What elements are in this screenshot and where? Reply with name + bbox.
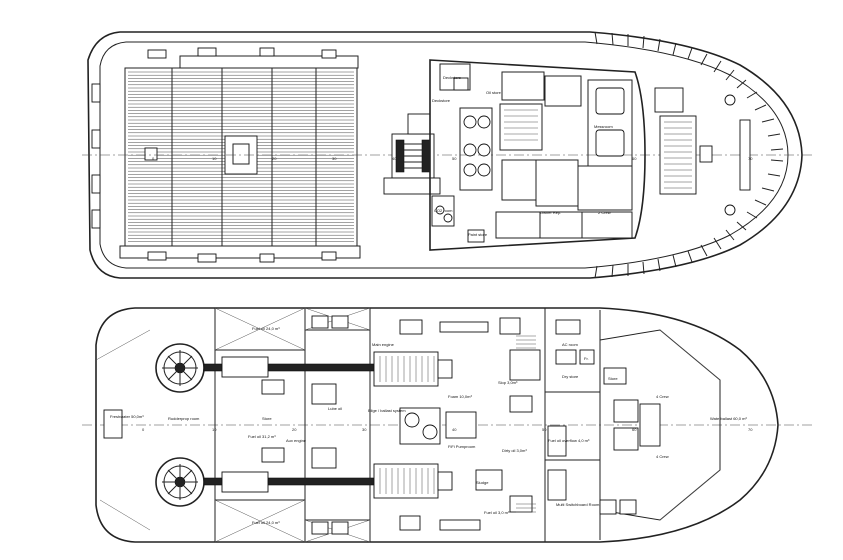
label-paint-store: Paint store bbox=[468, 232, 488, 237]
svg-text:10: 10 bbox=[212, 156, 217, 161]
svg-text:70: 70 bbox=[748, 156, 753, 161]
label-fuel-oil-3: Fuel oil 3,0 m³ bbox=[484, 510, 510, 515]
label-4-crew-top: 4 Crew bbox=[656, 394, 669, 399]
upper-frame-numbers: 0 10 20 30 40 50 60 70 bbox=[152, 156, 753, 161]
lower-frame-numbers: 0 10 20 30 40 50 60 70 bbox=[142, 427, 753, 432]
towing-pin bbox=[144, 147, 158, 161]
shaft-lines bbox=[203, 356, 375, 493]
ladders bbox=[516, 335, 536, 513]
label-dirty-oil: Dirty oil 3,0m³ bbox=[502, 448, 527, 453]
label-rudder-room: Rudderprop room bbox=[168, 416, 200, 421]
svg-text:0: 0 bbox=[152, 156, 155, 161]
svg-text:0: 0 bbox=[142, 427, 145, 432]
bow-fenders bbox=[594, 31, 784, 279]
label-bilge: Bilge / ballast system bbox=[368, 408, 406, 413]
svg-text:20: 20 bbox=[292, 427, 297, 432]
aft-deck-rail bbox=[119, 245, 361, 259]
upper-deck-plan: Deckstore Deckstore Oil store Messroom O… bbox=[82, 31, 812, 279]
label-fifi: FiFi Pumproom bbox=[448, 444, 476, 449]
lower-deck-plan: Freshwater 50,0m³ Rudderprop room Store … bbox=[82, 307, 812, 543]
lower-hull-outline bbox=[95, 307, 779, 543]
label-2-crew: 2 Crew bbox=[598, 210, 611, 215]
svg-text:40: 40 bbox=[452, 427, 457, 432]
label-multi-room: Multi Switchboard Room bbox=[556, 502, 600, 507]
svg-text:30: 30 bbox=[362, 427, 367, 432]
label-co2-room: CO2 room bbox=[434, 208, 453, 213]
label-foam: Foam 10,0m³ bbox=[448, 394, 472, 399]
label-deckstore: Deckstore bbox=[443, 75, 462, 80]
label-oil-store: Oil store bbox=[486, 90, 502, 95]
label-4-crew-bottom: 4 Crew bbox=[656, 454, 669, 459]
label-waterballast: Waterballast 60,0 m³ bbox=[710, 416, 747, 421]
label-freshwater: Freshwater 50,0m³ bbox=[110, 414, 144, 419]
label-fuel-mid: Fuel oil 31,2 m³ bbox=[248, 434, 276, 439]
label-messroom: Messroom bbox=[594, 124, 613, 129]
label-ac-room: AC room bbox=[562, 342, 578, 347]
svg-text:30: 30 bbox=[332, 156, 337, 161]
superstructure bbox=[429, 59, 646, 251]
svg-text:50: 50 bbox=[452, 156, 457, 161]
label-deckstore-2: Deckstore bbox=[432, 98, 451, 103]
label-lube: Lube oil bbox=[328, 406, 342, 411]
upper-hull-outline bbox=[87, 31, 803, 279]
towing-winch bbox=[383, 113, 441, 195]
machinery-modules bbox=[103, 315, 661, 535]
label-fridge: Fr. bbox=[584, 356, 589, 361]
svg-text:60: 60 bbox=[632, 156, 637, 161]
label-aux-engine: Aux engine bbox=[286, 438, 307, 443]
svg-text:50: 50 bbox=[542, 427, 547, 432]
upper-hull-inner bbox=[99, 41, 789, 269]
svg-text:20: 20 bbox=[272, 156, 277, 161]
label-main-engine: Main engine bbox=[372, 342, 395, 347]
label-dry-store: Dry store bbox=[562, 374, 579, 379]
fifi-pumps bbox=[399, 407, 503, 491]
label-store: Store bbox=[262, 416, 272, 421]
svg-text:10: 10 bbox=[212, 427, 217, 432]
main-engines bbox=[373, 351, 453, 499]
svg-text:40: 40 bbox=[392, 156, 397, 161]
anchor-windlass bbox=[654, 87, 751, 216]
label-fuel-bottom: Fuel oil 24,0 m³ bbox=[252, 520, 280, 525]
label-store-2: Store bbox=[608, 376, 618, 381]
label-fuel-overflow: Fuel oil overflow 4,0 m³ bbox=[548, 438, 590, 443]
svg-text:70: 70 bbox=[748, 427, 753, 432]
label-sludge: Sludge bbox=[476, 480, 489, 485]
label-owner-rep: Owner Rep. bbox=[540, 210, 561, 215]
label-fuel-top: Fuel oil 24,0 m³ bbox=[252, 326, 280, 331]
label-slop: Slop 3,0m³ bbox=[498, 380, 518, 385]
svg-text:60: 60 bbox=[632, 427, 637, 432]
bitts bbox=[91, 47, 337, 263]
